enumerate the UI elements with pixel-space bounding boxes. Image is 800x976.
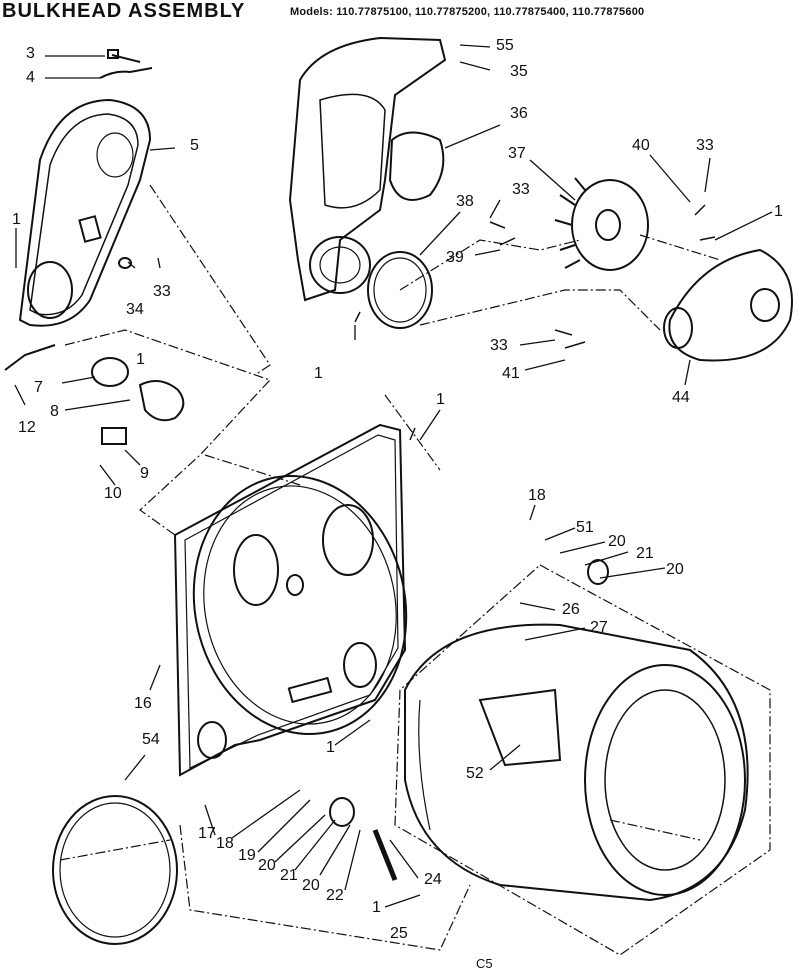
callout-21: 21 [636,545,654,562]
callout-33: 33 [153,283,171,300]
parts-7-8-9-12 [4,257,185,445]
parts-3-4 [99,49,153,79]
callout-1: 1 [326,739,335,756]
callout-10: 10 [104,485,122,502]
callout-7: 7 [34,379,43,396]
callout-3: 3 [26,45,35,62]
callout-20: 20 [258,857,276,874]
drawing-code: C5 [476,956,493,971]
callout-4: 4 [26,69,35,86]
callout-33: 33 [696,137,714,154]
callout-1: 1 [774,203,783,220]
part-36-seal [388,131,445,201]
callout-24: 24 [424,871,442,888]
callout-52: 52 [466,765,484,782]
callout-55: 55 [496,37,514,54]
fasteners [354,204,716,441]
callout-12: 12 [18,419,36,436]
callout-20: 20 [302,877,320,894]
callout-36: 36 [510,105,528,122]
callout-38: 38 [456,193,474,210]
callout-26: 26 [562,601,580,618]
callout-37: 37 [508,145,526,162]
callout-8: 8 [50,403,59,420]
callout-16: 16 [134,695,152,712]
roller-parts [329,559,609,881]
bulkhead-panel [173,423,408,777]
drum [404,623,749,902]
callout-51: 51 [576,519,594,536]
part-5-front-panel [18,98,152,327]
callout-27: 27 [590,619,608,636]
callout-34: 34 [126,301,144,318]
callout-41: 41 [502,365,520,382]
part-37-blower-wheel [554,177,649,271]
callout-1: 1 [314,365,323,382]
part-38-ring [367,251,433,329]
callout-39: 39 [446,249,464,266]
callout-22: 22 [326,887,344,904]
callout-1: 1 [436,391,445,408]
part-54-seal [52,795,178,945]
callout-19: 19 [238,847,256,864]
callout-18: 18 [528,487,546,504]
blower-housing [288,36,447,302]
callout-17: 17 [198,825,216,842]
callout-20: 20 [608,533,626,550]
callout-25: 25 [390,925,408,942]
callout-18: 18 [216,835,234,852]
callout-1: 1 [12,211,21,228]
callout-9: 9 [140,465,149,482]
callout-54: 54 [142,731,160,748]
callout-5: 5 [190,137,199,154]
diagram-title: BULKHEAD ASSEMBLY [2,0,246,22]
callout-1: 1 [372,899,381,916]
callout-20: 20 [666,561,684,578]
callout-44: 44 [672,389,690,406]
callout-21: 21 [280,867,298,884]
callout-40: 40 [632,137,650,154]
part-44-blower-housing [663,248,793,362]
callout-35: 35 [510,63,528,80]
model-numbers: Models: 110.77875100, 110.77875200, 110.… [290,6,645,18]
callout-33: 33 [512,181,530,198]
callout-33: 33 [490,337,508,354]
callout-1: 1 [136,351,145,368]
